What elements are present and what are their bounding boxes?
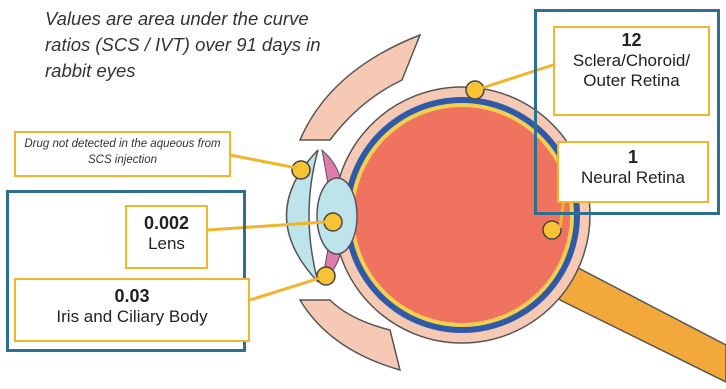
- callout-iris: 0.03 Iris and Ciliary Body: [14, 278, 250, 342]
- callout-iris-label: Iris and Ciliary Body: [16, 307, 248, 327]
- callout-sclera: 12 Sclera/Choroid/ Outer Retina: [553, 26, 710, 116]
- callout-sclera-label-2: Outer Retina: [555, 71, 708, 91]
- marker-iris: [317, 267, 335, 285]
- marker-lens: [324, 213, 342, 231]
- callout-retina-value: 1: [559, 147, 707, 168]
- callout-retina: 1 Neural Retina: [557, 141, 709, 203]
- marker-cornea: [292, 161, 310, 179]
- marker-sclera: [466, 81, 484, 99]
- aqueous-note: Drug not detected in the aqueous from SC…: [14, 131, 231, 177]
- callout-lens: 0.002 Lens: [125, 205, 208, 269]
- marker-retina: [543, 221, 561, 239]
- callout-lens-label: Lens: [127, 234, 206, 254]
- callout-sclera-label-1: Sclera/Choroid/: [555, 51, 708, 71]
- callout-lens-value: 0.002: [127, 213, 206, 234]
- callout-retina-label: Neural Retina: [559, 168, 707, 188]
- callout-iris-value: 0.03: [16, 286, 248, 307]
- callout-sclera-value: 12: [555, 30, 708, 51]
- caption-text: Values are area under the curve ratios (…: [45, 6, 345, 84]
